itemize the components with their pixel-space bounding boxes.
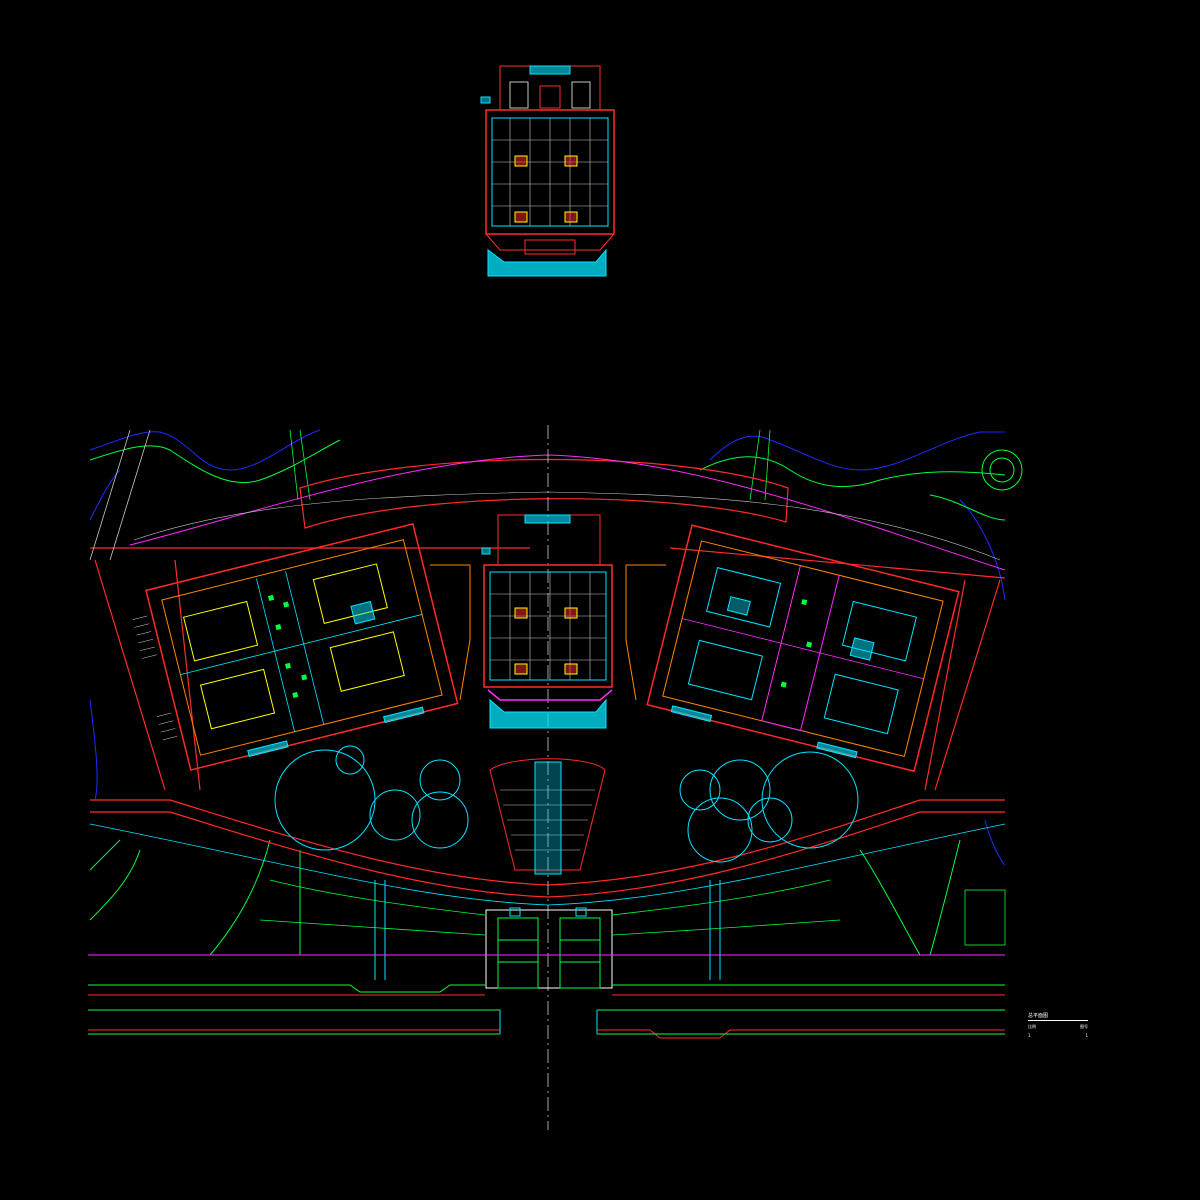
right-wing-building [646,524,960,773]
detail-small-cyan-tag [480,96,491,104]
detail-stairs [514,155,578,223]
detail-entrance-cyan [487,248,607,277]
detail-entrance-red [485,233,615,251]
south-road [88,984,1005,1039]
detail-roof-cyan [529,65,571,75]
left-wing-building [132,523,459,771]
detail-plan [480,65,615,277]
title-block-value-row: 1 1 [1028,1033,1088,1038]
scale-value: 1 [1028,1033,1031,1038]
site-plan [88,425,1023,1130]
center-hall [430,514,666,729]
detail-grid [492,118,608,226]
central-water-strip [534,761,562,875]
drawing-title: 总平面图 [1028,1012,1088,1021]
sheet-value: 1 [1085,1033,1088,1038]
forecourt [489,758,606,871]
scale-label: 比例 [1028,1024,1036,1029]
detail-main-hall [485,109,615,235]
contour-lines-green [89,439,1023,956]
landscape-circles [274,745,859,863]
north-arc-building [299,458,789,529]
title-block-header-row: 比例 图号 [1028,1024,1088,1030]
green-radial-lines [259,879,841,936]
title-block: 总平面图 比例 图号 1 1 [1028,1012,1088,1038]
south-gate [485,907,613,989]
sheet-label: 图号 [1080,1024,1088,1029]
